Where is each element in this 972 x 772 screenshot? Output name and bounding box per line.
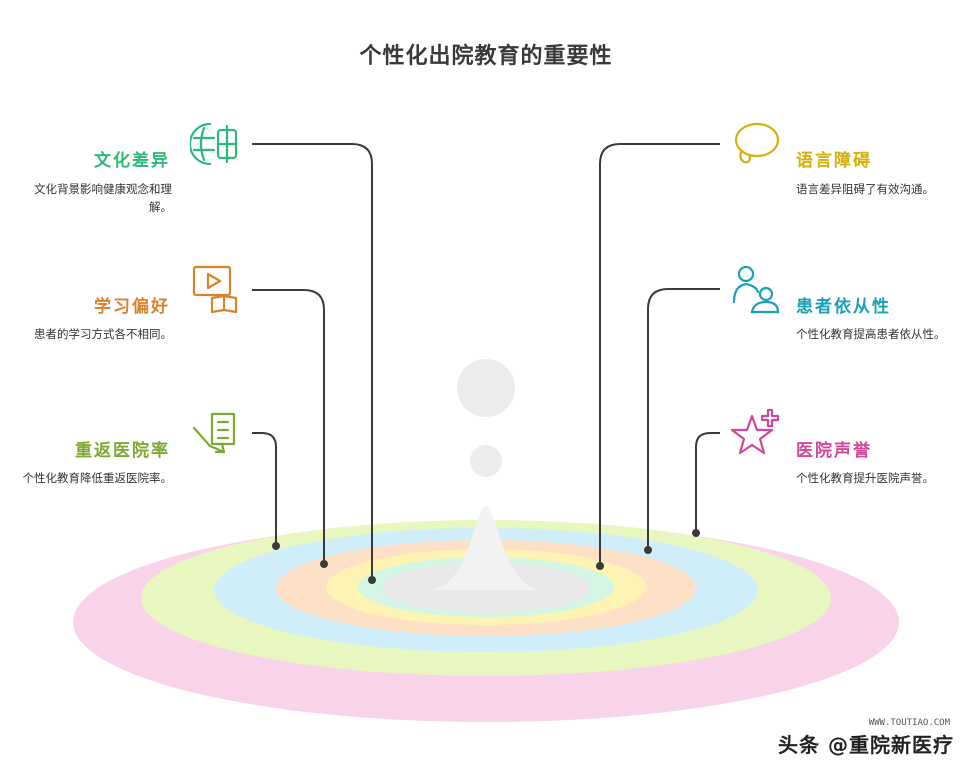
patient-icon [732, 265, 780, 314]
speech-bubble-icon [734, 122, 780, 164]
connector-dot-compliance [644, 546, 652, 554]
item-desc-culture: 文化背景影响健康观念和理解。 [34, 182, 172, 214]
hospital-return-icon [192, 412, 236, 454]
watermark: 头条 @重院新医疗 [778, 733, 954, 757]
connector-dot-culture [368, 576, 376, 584]
item-desc-readmission: 个性化教育降低重返医院率。 [22, 471, 173, 485]
item-title-compliance: 患者依从性 [796, 297, 891, 317]
item-title-language: 语言障碍 [796, 151, 872, 171]
item-title-readmission: 重返医院率 [75, 441, 170, 461]
item-title-reputation: 医院声誉 [796, 441, 872, 461]
connector-culture [252, 143, 373, 579]
item-desc-language: 语言差异阻碍了有效沟通。 [796, 182, 934, 196]
connector-dot-readmission [272, 542, 280, 550]
globe-icon [190, 122, 238, 166]
item-title-culture: 文化差异 [94, 151, 170, 171]
connector-language [599, 143, 720, 565]
item-title-learning: 学习偏好 [94, 297, 170, 317]
connector-dot-language [596, 562, 604, 570]
video-book-icon [192, 265, 238, 314]
star-plus-icon [730, 408, 780, 455]
connector-dot-reputation [692, 529, 700, 537]
splash-peak [432, 505, 540, 590]
droplet-small [470, 445, 502, 477]
watermark-url: WWW.TOUTIAO.COM [868, 718, 950, 728]
connector-dot-learning [320, 560, 328, 568]
connector-learning [252, 289, 325, 563]
item-desc-learning: 患者的学习方式各不相同。 [34, 327, 172, 341]
item-desc-reputation: 个性化教育提升医院声誉。 [796, 471, 934, 485]
item-desc-compliance: 个性化教育提高患者依从性。 [796, 327, 946, 341]
page-title: 个性化出院教育的重要性 [359, 43, 613, 69]
connector-compliance [647, 288, 720, 549]
connector-readmission [252, 432, 277, 545]
connector-reputation [695, 432, 720, 532]
droplet-large [457, 359, 515, 417]
